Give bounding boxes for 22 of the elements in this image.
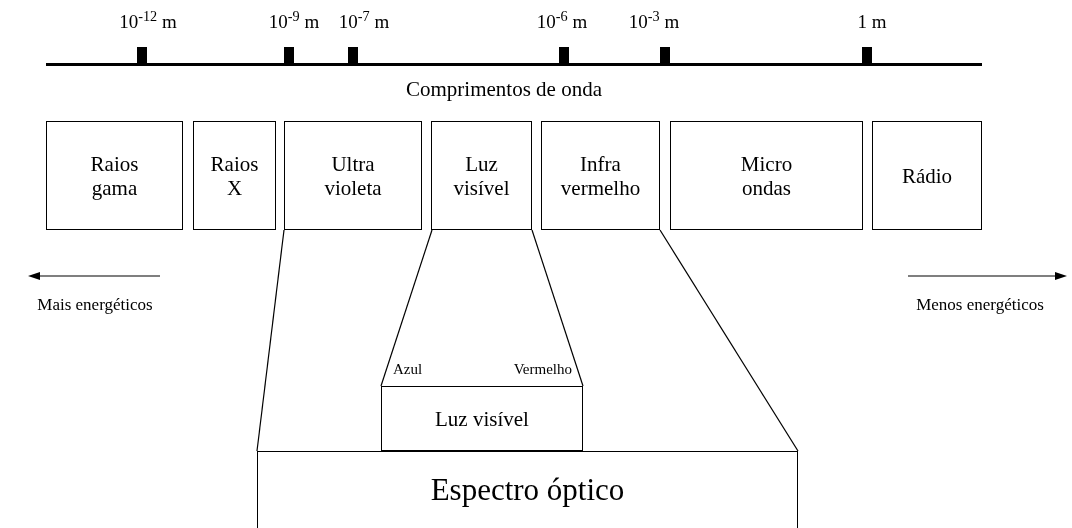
spectrum-box: Ultra violeta	[284, 121, 422, 230]
zoom-line	[531, 229, 584, 387]
tick-label: 10$^{-3}$ m	[627, 10, 681, 34]
axis-note: Vermelho	[512, 360, 572, 379]
tick-label: 1 m	[856, 10, 888, 34]
axis-note: Azul	[393, 360, 424, 379]
tick-label: 10$^{-12}$ m	[118, 10, 178, 34]
spectrum-box: Micro ondas	[670, 121, 863, 230]
spectrum-box: Infra vermelho	[541, 121, 660, 230]
spectrum-box: Luz visível	[381, 386, 583, 451]
tick-label: 10$^{-6}$ m	[535, 10, 589, 34]
spectrum-box: Raios gama	[46, 121, 183, 230]
spectrum-box: Luz visível	[431, 121, 532, 230]
zoom-line	[256, 229, 285, 452]
zoom-line	[380, 229, 433, 387]
axis-note: Mais energéticos	[36, 294, 154, 316]
spectrum-box: Raios X	[193, 121, 276, 230]
spectrum-box: Rádio	[872, 121, 982, 230]
axis-note: Menos energéticos	[915, 294, 1045, 316]
spectrum-box: Espectro óptico	[257, 451, 798, 528]
axis-note: Comprimentos de onda	[405, 76, 603, 103]
zoom-line	[659, 229, 799, 452]
